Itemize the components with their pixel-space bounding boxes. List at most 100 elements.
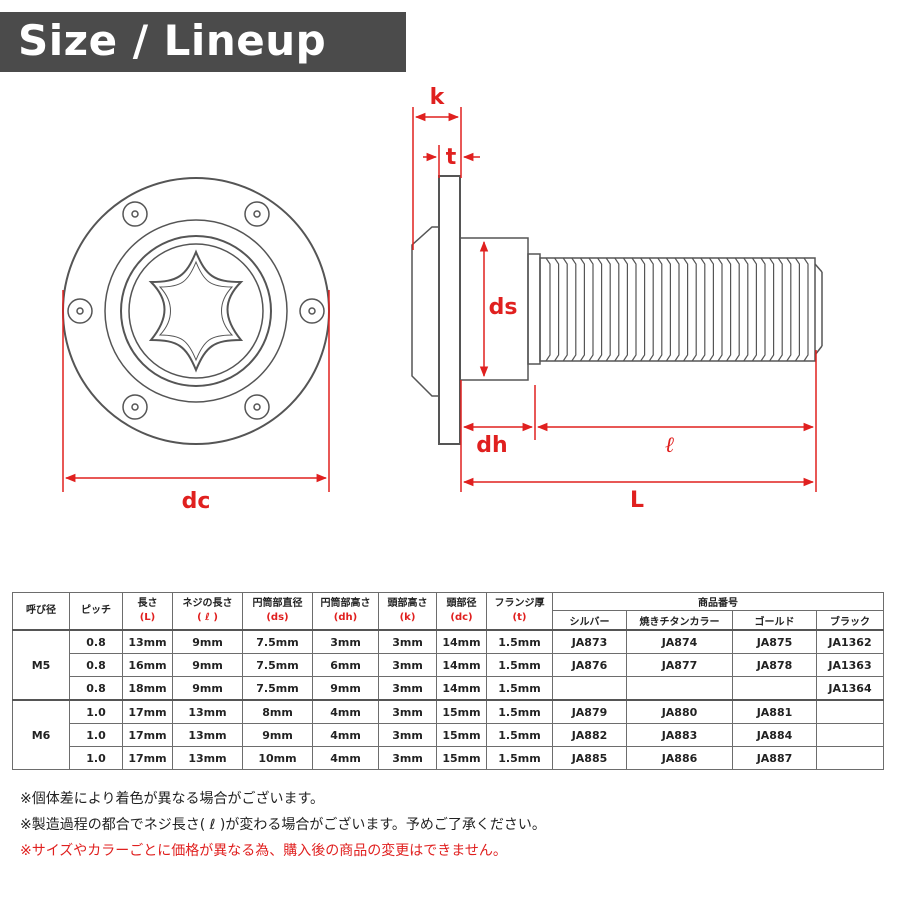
col-thread-length: ネジの長さ ( ℓ ) <box>172 592 243 631</box>
thread-ridge <box>631 257 637 362</box>
table-row: 0.8 16mm 9mm 7.5mm 6mm 3mm 14mm 1.5mm JA… <box>13 653 884 677</box>
thread-ridge <box>717 257 723 362</box>
cyl-dia-cell: 8mm <box>242 699 313 724</box>
col-pitch: ピッチ <box>69 592 123 631</box>
col-cyl-dia: 円筒部直径(ds) <box>242 592 313 631</box>
t-label: t <box>446 145 457 170</box>
gold-cell: JA887 <box>732 746 817 770</box>
thread-length-cell: 9mm <box>172 653 243 677</box>
thread-ridge <box>726 257 732 362</box>
cyl-height-cell: 9mm <box>312 676 379 701</box>
flange-cell: 1.5mm <box>486 653 553 677</box>
col-flange-sym: (t) <box>512 612 527 623</box>
col-nominal: 呼び径 <box>12 592 70 631</box>
thread-ridge <box>648 257 654 362</box>
col-thread-length-label: ネジの長さ <box>182 598 233 609</box>
gold-cell: JA881 <box>732 699 817 724</box>
gold-cell: JA875 <box>732 629 817 654</box>
cyl-dia-cell: 10mm <box>242 746 313 770</box>
notes: ※個体差により着色が異なる場合がございます。 ※製造過程の都合でネジ長さ( ℓ … <box>20 786 880 864</box>
thread-length-cell: 13mm <box>172 699 243 724</box>
silver-cell: JA882 <box>552 723 627 747</box>
table-row: M5 0.8 13mm 9mm 7.5mm 3mm 3mm 14mm 1.5mm… <box>12 629 884 701</box>
thread-length-cell: 9mm <box>172 676 243 701</box>
pitch-cell: 1.0 <box>69 723 123 747</box>
col-gold: ゴールド <box>732 610 817 631</box>
thread-ridge <box>588 257 594 362</box>
col-cyl-dia-label: 円筒部直径 <box>252 598 303 609</box>
col-cyl-height-label: 円筒部高さ <box>320 598 371 609</box>
black-cell: JA1363 <box>816 653 884 677</box>
pitch-cell: 0.8 <box>69 629 123 654</box>
head-height-cell: 3mm <box>378 746 437 770</box>
length-cell: 13mm <box>122 629 173 654</box>
thread-ridge <box>777 257 783 362</box>
table-row: 0.8 18mm 9mm 7.5mm 9mm 3mm 14mm 1.5mm JA… <box>13 676 884 701</box>
thread-ridge <box>803 257 809 362</box>
thread-ridge <box>640 257 646 362</box>
page-title: Size / Lineup <box>18 16 327 65</box>
col-head-dia-label: 頭部径 <box>446 598 477 609</box>
note-coloring: ※個体差により着色が異なる場合がございます。 <box>20 791 325 807</box>
ds-label: ds <box>489 295 518 320</box>
thread-ridge <box>691 257 697 362</box>
bolt-diagram: dc k t ds dh <box>62 85 823 514</box>
col-thread-length-sym: ( ℓ ) <box>197 612 218 623</box>
nominal-cell: M6 <box>12 699 70 770</box>
thread-ridge <box>614 257 620 362</box>
col-burnt-titanium: 焼きチタンカラー <box>626 610 733 631</box>
pitch-cell: 0.8 <box>69 676 123 701</box>
thread-ridge <box>554 257 560 362</box>
silver-cell: JA885 <box>552 746 627 770</box>
gold-cell: JA884 <box>732 723 817 747</box>
table-row: 1.0 17mm 13mm 9mm 4mm 3mm 15mm 1.5mm JA8… <box>13 723 884 747</box>
thread-ridge <box>657 257 663 362</box>
col-flange-label: フランジ厚 <box>494 598 545 609</box>
flange-cell: 1.5mm <box>486 699 553 724</box>
bolt-side-view <box>411 175 823 445</box>
head-height-cell: 3mm <box>378 629 437 654</box>
flange-cell: 1.5mm <box>486 746 553 770</box>
silver-cell: JA879 <box>552 699 627 724</box>
cyl-dia-cell: 7.5mm <box>242 629 313 654</box>
head-height-cell: 3mm <box>378 699 437 724</box>
thread-length-label: ℓ <box>665 432 674 458</box>
burnt-cell <box>626 676 733 701</box>
head-dia-cell: 14mm <box>436 629 487 654</box>
black-cell <box>816 699 884 724</box>
thread-ridge <box>605 257 611 362</box>
cyl-dia-cell: 7.5mm <box>242 653 313 677</box>
flange-cell: 1.5mm <box>486 629 553 654</box>
bolt-head-front-view <box>62 177 330 445</box>
silver-cell: JA876 <box>552 653 627 677</box>
silver-cell: JA873 <box>552 629 627 654</box>
thread-ridge <box>562 257 568 362</box>
flange-cell: 1.5mm <box>486 723 553 747</box>
thread-length-cell: 13mm <box>172 746 243 770</box>
col-black: ブラック <box>816 610 884 631</box>
thread-ridge <box>683 257 689 362</box>
head-dia-cell: 14mm <box>436 676 487 701</box>
col-product-no: 商品番号 <box>552 592 884 611</box>
black-cell <box>816 723 884 747</box>
thread-ridge <box>708 257 714 362</box>
burnt-cell: JA877 <box>626 653 733 677</box>
burnt-cell: JA886 <box>626 746 733 770</box>
thread-ridge <box>622 257 628 362</box>
table-row: 1.0 17mm 13mm 10mm 4mm 3mm 15mm 1.5mm JA… <box>13 746 884 770</box>
length-cell: 17mm <box>122 699 173 724</box>
burnt-cell: JA883 <box>626 723 733 747</box>
cyl-dia-cell: 7.5mm <box>242 676 313 701</box>
note-no-exchange: ※サイズやカラーごとに価格が異なる為、購入後の商品の変更はできません。 <box>20 843 507 859</box>
length-cell: 17mm <box>122 723 173 747</box>
col-silver: シルバー <box>552 610 627 631</box>
head-height-cell: 3mm <box>378 653 437 677</box>
col-head-height-label: 頭部高さ <box>387 598 428 609</box>
burnt-cell: JA880 <box>626 699 733 724</box>
gold-cell: JA878 <box>732 653 817 677</box>
thread-ridge <box>665 257 671 362</box>
col-flange: フランジ厚 (t) <box>486 592 553 631</box>
col-head-dia: 頭部径(dc) <box>436 592 487 631</box>
cyl-height-cell: 4mm <box>312 723 379 747</box>
t-dimension <box>423 145 480 178</box>
